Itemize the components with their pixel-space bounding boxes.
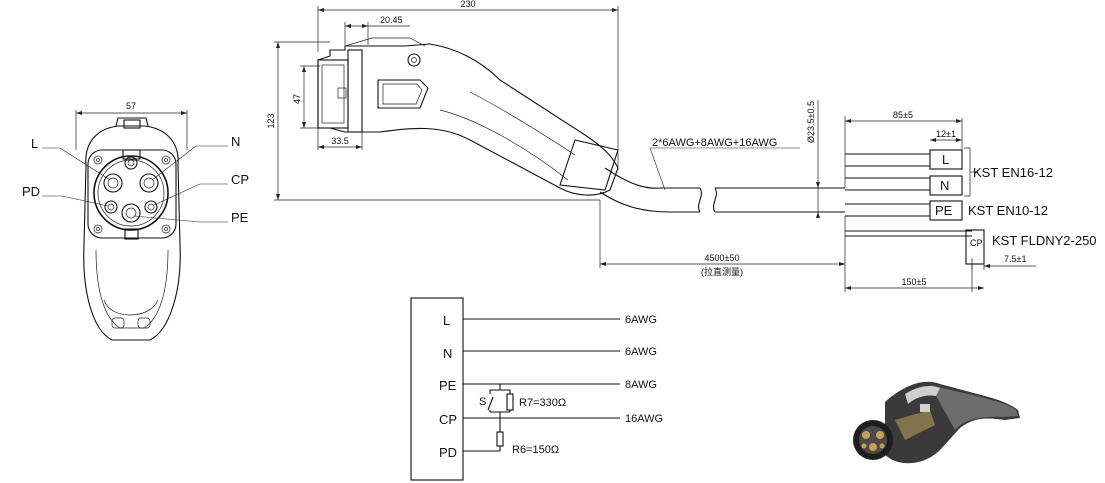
pin-l (103, 173, 123, 193)
dim-cp-len: 150±5 (902, 277, 927, 287)
wire-terminations: 85±5 12±1 L N PE CP KST EN16-12 KST EN10… (844, 110, 1097, 292)
dim-term: 12±1 (936, 129, 956, 139)
terminal-l-mark: L (942, 152, 949, 167)
r6-label: R6=150Ω (512, 444, 559, 456)
pin-top (124, 156, 138, 170)
resistor-r7 (506, 393, 514, 411)
dim-strip: 85±5 (893, 110, 913, 120)
dim-height: 123 (266, 113, 276, 128)
label-pd: PD (22, 184, 40, 199)
schematic-pin-pe: PE (439, 378, 457, 393)
dim-face: 47 (292, 94, 302, 104)
terminal-type-cp: KST FLDNY2-250 (992, 233, 1097, 248)
front-width-dim: 57 (126, 101, 136, 111)
dim-cp-strip: 7.5±1 (1004, 254, 1026, 264)
switch-s (487, 396, 494, 411)
connector-head-side (317, 43, 619, 196)
dim-depth: 33.5 (331, 136, 349, 146)
cable-length-note: (拉直测量) (701, 266, 743, 277)
pin-n (139, 173, 159, 193)
r7-label: R7=330Ω (519, 397, 566, 409)
product-render (853, 381, 1020, 464)
resistor-r6 (496, 431, 504, 447)
terminal-type-ln: KST EN16-12 (973, 165, 1053, 180)
gauge-n: 6AWG (625, 346, 657, 358)
connector-body-front (83, 125, 181, 341)
label-pe: PE (231, 210, 249, 225)
cable-spec: 2*6AWG+8AWG+16AWG (652, 137, 777, 149)
dim-overall: 230 (460, 0, 475, 9)
schematic-pin-cp: CP (439, 412, 457, 427)
schematic-pin-pd: PD (439, 445, 457, 460)
schematic-pin-l: L (443, 313, 450, 328)
terminal-cp-mark: CP (970, 238, 983, 248)
pin-pd (104, 200, 118, 214)
front-view: 57 L N (22, 101, 249, 341)
schematic-pin-n: N (443, 346, 452, 361)
label-cp: CP (231, 172, 249, 187)
cable-diameter: Ø23.5±0.5 (806, 101, 816, 143)
gauge-l: 6AWG (625, 314, 657, 326)
gauge-cp: 16AWG (625, 413, 663, 425)
pin-cp (144, 200, 158, 214)
label-l: L (31, 136, 38, 151)
terminal-pe-mark: PE (935, 203, 953, 218)
wiring-schematic: L N PE CP PD 6AWG 6AWG 8AWG 16AWG S R7=3… (410, 297, 663, 481)
terminal-n-mark: N (940, 178, 949, 193)
switch-label: S (479, 396, 486, 408)
dim-latch: 20.45 (380, 15, 403, 25)
side-view: 230 20.45 123 47 33.5 (266, 0, 846, 292)
terminal-type-pe: KST EN10-12 (968, 203, 1048, 218)
pin-pe (121, 203, 141, 223)
label-n: N (231, 134, 240, 149)
schematic-box (410, 297, 464, 481)
cable-length: 4500±50 (705, 253, 740, 263)
gauge-pe: 8AWG (625, 379, 657, 391)
